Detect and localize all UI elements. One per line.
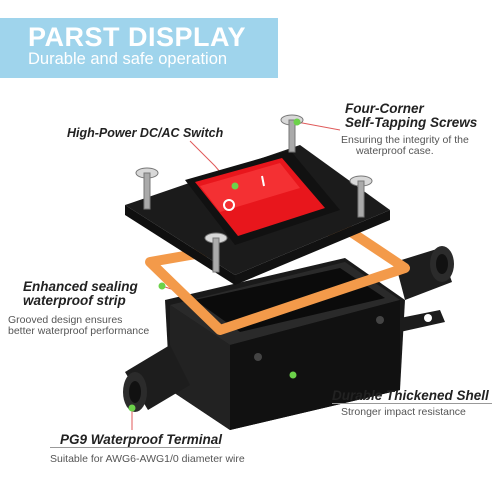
strip-desc-line1: Grooved design ensures (8, 314, 123, 326)
dot-switch (231, 182, 239, 190)
screws (135, 114, 373, 273)
cable-gland-left (123, 345, 190, 412)
screws-desc-line1: Ensuring the integrity of the (341, 134, 469, 146)
terminal-label: PG9 Waterproof Terminal (60, 432, 223, 447)
banner-title: PARST DISPLAY (28, 22, 247, 52)
banner-subtitle: Durable and safe operation (28, 50, 228, 68)
screws-desc-line2: waterproof case. (356, 145, 434, 157)
dot-shell (289, 371, 297, 379)
screw-right (349, 175, 373, 218)
shell-underline (332, 403, 492, 404)
screw-bottom (204, 232, 228, 273)
callout-line-screws (296, 121, 341, 131)
strip-desc-line2: better waterproof performance (8, 325, 150, 337)
strip-label-line2: waterproof strip (23, 293, 126, 308)
screw-top-left (135, 167, 159, 210)
dot-strip (158, 282, 166, 290)
callout-dots (128, 118, 301, 412)
switch-label: High-Power DC/AC Switch (67, 126, 224, 140)
screws-label-line2: Self-Tapping Screws (345, 115, 478, 130)
enclosure-body (165, 258, 445, 430)
header-banner (0, 18, 278, 78)
shell-label: Durable Thickened Shell (332, 388, 489, 403)
dot-screws (293, 118, 301, 126)
screws-label-line1: Four-Corner (345, 101, 424, 116)
cable-gland-right (395, 246, 454, 300)
rocker-switch (185, 150, 340, 245)
shell-desc: Stronger impact resistance (341, 406, 466, 418)
strip-label-line1: Enhanced sealing (23, 279, 138, 294)
terminal-desc: Suitable for AWG6-AWG1/0 diameter wire (50, 453, 245, 465)
terminal-underline (50, 447, 220, 448)
dot-terminal (128, 404, 136, 412)
